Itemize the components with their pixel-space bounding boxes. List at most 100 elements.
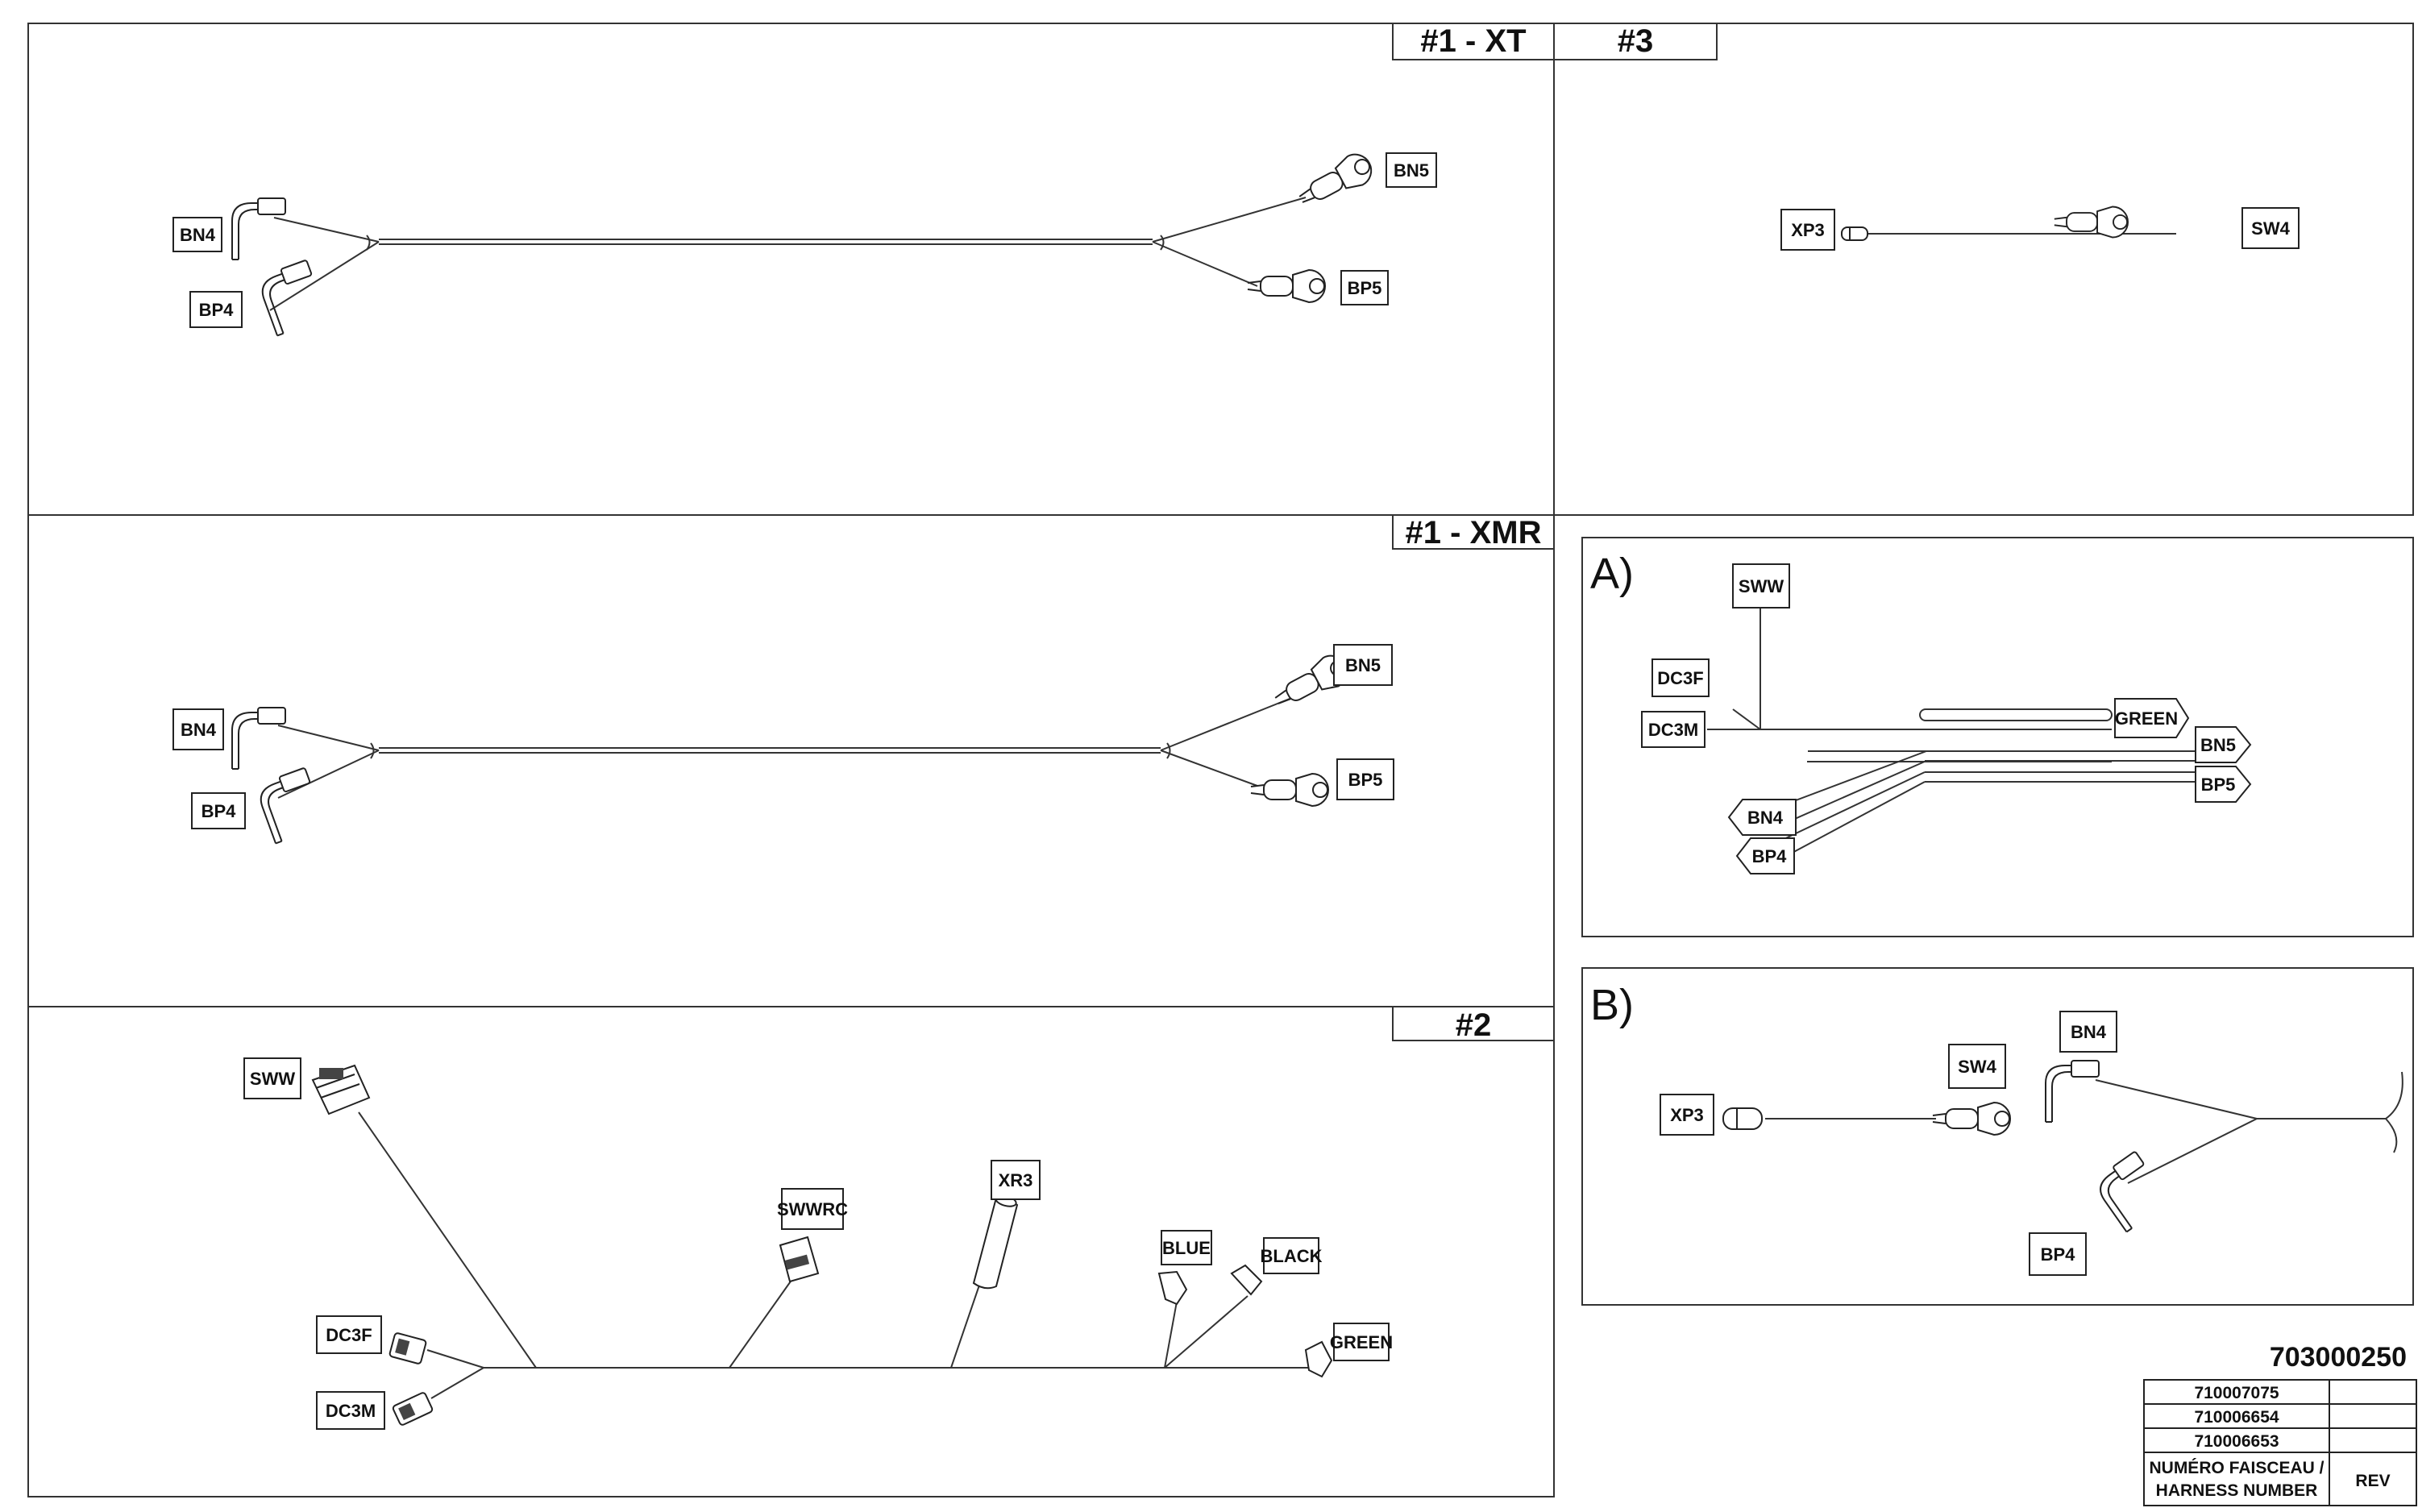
flag-bn4: BN4 bbox=[1727, 799, 1797, 836]
detail-b: B) XP3 SW4 BN4 BP4 bbox=[1590, 981, 2403, 1276]
svg-text:BN4: BN4 bbox=[2071, 1022, 2107, 1042]
bp4-terminal-icon bbox=[256, 259, 329, 337]
svg-text:XR3: XR3 bbox=[999, 1170, 1033, 1190]
bn4-terminal-icon bbox=[231, 197, 286, 260]
tag-sw4: SW4 bbox=[2241, 207, 2300, 249]
detail-a: A) SWW DC3F bbox=[1590, 550, 2252, 874]
bp5-ring-terminal-icon bbox=[1247, 269, 1326, 303]
tag-blue: BLUE bbox=[1161, 1230, 1212, 1265]
wire-harness-xmr bbox=[277, 696, 1294, 799]
tag-sww: SWW bbox=[1732, 563, 1790, 609]
panel-3: #3 XP3 SW4 bbox=[1553, 23, 2300, 251]
drawing-number: 703000250 bbox=[2270, 1342, 2407, 1373]
svg-text:XP3: XP3 bbox=[1670, 1105, 1704, 1125]
detail-b-wires bbox=[1765, 1071, 2403, 1184]
svg-text:GREEN: GREEN bbox=[1330, 1332, 1393, 1352]
green-terminal-icon bbox=[1304, 1340, 1333, 1378]
svg-text:BN4: BN4 bbox=[1747, 808, 1784, 828]
title-block-header-line2: HARNESS NUMBER bbox=[2156, 1481, 2318, 1500]
tag-dc3m: DC3M bbox=[316, 1391, 385, 1430]
tag-xp3: XP3 bbox=[1660, 1094, 1714, 1136]
panel-1-xt: #1 - XT BN4 BP4 BN5 BP bbox=[172, 23, 1555, 337]
tag-bp4: BP4 bbox=[2029, 1232, 2087, 1276]
svg-text:SWW: SWW bbox=[250, 1069, 295, 1089]
svg-text:BP4: BP4 bbox=[2041, 1244, 2076, 1265]
wire-harness-xt bbox=[269, 197, 1307, 311]
svg-text:XP3: XP3 bbox=[1791, 220, 1825, 240]
tag-xr3: XR3 bbox=[991, 1160, 1041, 1200]
xp3-pin-terminal-icon bbox=[1841, 226, 1868, 241]
swwrc-connector-icon bbox=[779, 1236, 820, 1283]
panel-tab: #1 - XMR bbox=[1392, 514, 1555, 550]
tag-sww: SWW bbox=[243, 1057, 301, 1099]
svg-text:BP5: BP5 bbox=[2201, 775, 2236, 795]
svg-text:BP4: BP4 bbox=[202, 801, 237, 821]
tag-bn4: BN4 bbox=[2059, 1011, 2117, 1053]
frames bbox=[27, 23, 2414, 1497]
panel-2: #2 bbox=[243, 1006, 1555, 1430]
detail-b-letter: B) bbox=[1590, 981, 1634, 1029]
tag-green: GREEN bbox=[1330, 1323, 1393, 1361]
sww-connector-icon bbox=[311, 1064, 371, 1115]
flag-bn5: BN5 bbox=[2195, 726, 2252, 763]
panel-tab-label: #1 - XMR bbox=[1406, 515, 1542, 550]
svg-text:DC3M: DC3M bbox=[1648, 720, 1698, 740]
svg-text:BN4: BN4 bbox=[180, 225, 216, 245]
tag-swwrc: SWWRC bbox=[777, 1188, 848, 1230]
svg-text:SW4: SW4 bbox=[2251, 218, 2290, 239]
bp4-terminal-icon bbox=[2090, 1150, 2171, 1233]
flag-bp5: BP5 bbox=[2195, 766, 2252, 803]
xr3-sleeve-icon bbox=[972, 1194, 1019, 1290]
title-block-header-line1: NUMÉRO FAISCEAU / bbox=[2149, 1459, 2324, 1477]
tag-bn5: BN5 bbox=[1333, 644, 1393, 686]
svg-text:GREEN: GREEN bbox=[2115, 708, 2178, 729]
black-terminal-icon bbox=[1230, 1264, 1263, 1296]
tag-dc3f: DC3F bbox=[316, 1315, 382, 1354]
bp5-ring-terminal-icon bbox=[1250, 773, 1329, 807]
panel-tab: #2 bbox=[1392, 1006, 1555, 1043]
svg-text:BP5: BP5 bbox=[1348, 278, 1382, 298]
panel-tab: #3 bbox=[1553, 23, 1718, 60]
tag-dc3f: DC3F bbox=[1651, 658, 1710, 697]
svg-text:BLUE: BLUE bbox=[1162, 1238, 1211, 1258]
svg-text:SWWRC: SWWRC bbox=[777, 1199, 848, 1219]
svg-text:SWW: SWW bbox=[1739, 576, 1784, 596]
svg-text:BP5: BP5 bbox=[1348, 770, 1383, 790]
title-block: 710007075 710006654 710006653 NUMÉRO FAI… bbox=[2143, 1379, 2417, 1506]
svg-text:BP4: BP4 bbox=[1752, 846, 1788, 866]
panel-tab-label: #1 - XT bbox=[1420, 23, 1526, 59]
svg-text:BP4: BP4 bbox=[199, 300, 235, 320]
blue-terminal-icon bbox=[1157, 1270, 1188, 1306]
bp4-terminal-icon bbox=[254, 766, 327, 845]
tag-bp5: BP5 bbox=[1340, 270, 1389, 305]
svg-text:BN5: BN5 bbox=[2200, 735, 2236, 755]
bn4-terminal-icon bbox=[2045, 1060, 2100, 1123]
harness-number-row: 710007075 bbox=[2194, 1384, 2279, 1402]
wire-harness-2 bbox=[358, 1111, 1322, 1399]
tag-xp3: XP3 bbox=[1780, 209, 1835, 251]
svg-text:BN5: BN5 bbox=[1345, 655, 1381, 675]
detail-a-letter: A) bbox=[1590, 550, 1634, 598]
svg-text:DC3F: DC3F bbox=[326, 1325, 372, 1345]
tag-bp4: BP4 bbox=[189, 291, 243, 328]
tag-bn4: BN4 bbox=[172, 708, 224, 750]
bn5-ring-terminal-icon bbox=[1292, 147, 1378, 215]
svg-text:BN4: BN4 bbox=[181, 720, 217, 740]
bn4-terminal-icon bbox=[231, 707, 286, 770]
sw4-ring-terminal-icon bbox=[1932, 1102, 2011, 1136]
tag-bp4: BP4 bbox=[191, 792, 246, 829]
svg-text:SW4: SW4 bbox=[1958, 1057, 1996, 1077]
title-block-rev: REV bbox=[2355, 1472, 2390, 1490]
dc3m-connector-icon bbox=[392, 1392, 434, 1426]
tag-bp5: BP5 bbox=[1336, 758, 1394, 800]
dc3f-connector-icon bbox=[388, 1332, 427, 1365]
tag-bn5: BN5 bbox=[1386, 152, 1437, 188]
flag-green: GREEN bbox=[2114, 698, 2190, 738]
svg-text:DC3F: DC3F bbox=[1657, 668, 1703, 688]
svg-text:DC3M: DC3M bbox=[326, 1401, 376, 1421]
harness-number-row: 710006653 bbox=[2194, 1432, 2279, 1451]
flag-bp4: BP4 bbox=[1735, 837, 1795, 874]
xp3-pin-terminal-icon bbox=[1722, 1107, 1763, 1130]
tag-dc3m: DC3M bbox=[1641, 711, 1705, 748]
